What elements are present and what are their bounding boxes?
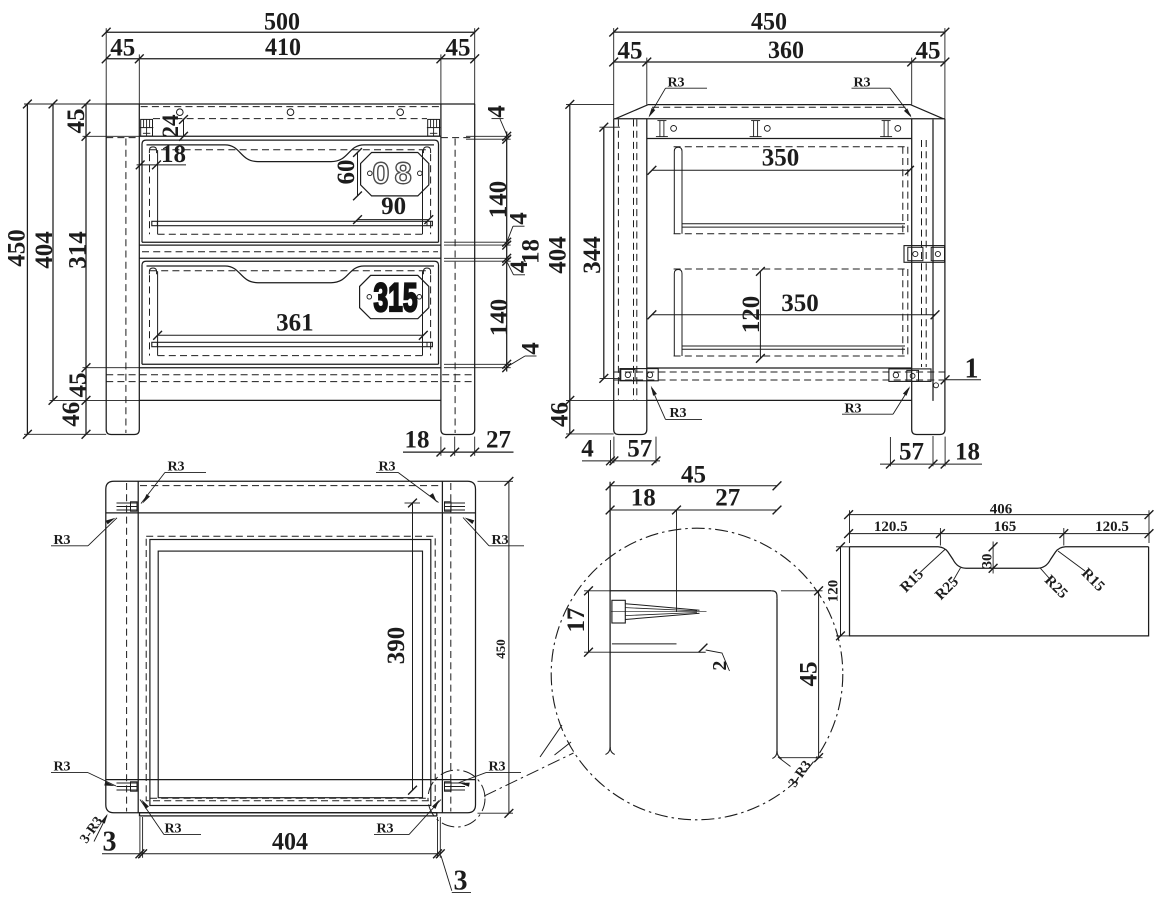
svg-text:350: 350 <box>762 144 800 171</box>
svg-text:45: 45 <box>110 35 135 62</box>
svg-text:R3: R3 <box>164 822 181 837</box>
svg-text:24: 24 <box>158 114 183 138</box>
svg-text:450: 450 <box>493 639 508 659</box>
svg-text:390: 390 <box>383 627 410 665</box>
svg-text:315: 315 <box>374 276 418 320</box>
svg-text:60: 60 <box>333 160 360 185</box>
svg-text:90: 90 <box>381 193 406 220</box>
svg-text:361: 361 <box>276 310 314 337</box>
svg-text:R3: R3 <box>167 459 184 474</box>
svg-text:45: 45 <box>796 662 823 687</box>
svg-text:45: 45 <box>446 35 471 62</box>
svg-text:2: 2 <box>709 661 731 671</box>
svg-text:46: 46 <box>547 402 574 427</box>
svg-text:R3: R3 <box>53 760 70 775</box>
svg-text:165: 165 <box>994 519 1017 535</box>
svg-text:30: 30 <box>979 554 995 569</box>
svg-text:45: 45 <box>681 461 706 488</box>
svg-text:27: 27 <box>715 484 740 511</box>
svg-text:R3: R3 <box>488 760 505 775</box>
svg-text:R3: R3 <box>844 401 861 416</box>
svg-text:18: 18 <box>161 141 186 168</box>
svg-text:R3: R3 <box>491 533 508 548</box>
svg-text:120: 120 <box>738 296 765 334</box>
svg-text:R3: R3 <box>53 533 70 548</box>
svg-text:120: 120 <box>825 580 841 603</box>
svg-text:R3: R3 <box>667 75 684 90</box>
svg-text:140: 140 <box>486 299 513 337</box>
svg-text:R3: R3 <box>378 459 395 474</box>
svg-text:45: 45 <box>63 109 90 134</box>
svg-text:45: 45 <box>65 373 92 398</box>
svg-text:R3: R3 <box>376 822 393 837</box>
svg-text:18: 18 <box>518 239 545 264</box>
svg-text:404: 404 <box>272 828 308 855</box>
svg-text:410: 410 <box>265 34 301 61</box>
svg-text:18: 18 <box>405 427 430 454</box>
svg-text:18: 18 <box>955 439 980 466</box>
svg-text:1: 1 <box>965 353 979 384</box>
svg-text:45: 45 <box>916 38 941 65</box>
svg-text:406: 406 <box>990 502 1013 518</box>
svg-text:350: 350 <box>781 290 819 317</box>
svg-text:R3: R3 <box>853 75 870 90</box>
svg-text:360: 360 <box>768 37 804 64</box>
svg-text:404: 404 <box>545 236 572 274</box>
svg-text:140: 140 <box>485 181 512 219</box>
svg-text:46: 46 <box>58 402 85 427</box>
svg-text:4: 4 <box>581 435 594 462</box>
svg-text:4: 4 <box>506 212 533 225</box>
svg-text:344: 344 <box>579 236 606 274</box>
svg-text:500: 500 <box>264 9 300 36</box>
svg-text:18: 18 <box>631 484 656 511</box>
svg-text:57: 57 <box>899 439 924 466</box>
svg-text:120.5: 120.5 <box>874 519 908 535</box>
svg-text:17: 17 <box>563 608 590 633</box>
svg-text:4: 4 <box>506 260 533 273</box>
svg-text:4: 4 <box>484 105 511 118</box>
svg-text:404: 404 <box>31 231 58 269</box>
svg-text:120.5: 120.5 <box>1095 519 1129 535</box>
svg-text:R3: R3 <box>669 406 686 421</box>
svg-text:57: 57 <box>627 435 652 462</box>
svg-text:3: 3 <box>103 827 117 858</box>
svg-text:08: 08 <box>372 156 416 191</box>
svg-text:450: 450 <box>751 8 787 35</box>
svg-text:314: 314 <box>65 231 92 269</box>
svg-text:4: 4 <box>518 342 545 355</box>
svg-text:27: 27 <box>486 427 511 454</box>
svg-text:45: 45 <box>618 38 643 65</box>
svg-text:3: 3 <box>454 865 468 896</box>
svg-text:450: 450 <box>4 229 31 267</box>
